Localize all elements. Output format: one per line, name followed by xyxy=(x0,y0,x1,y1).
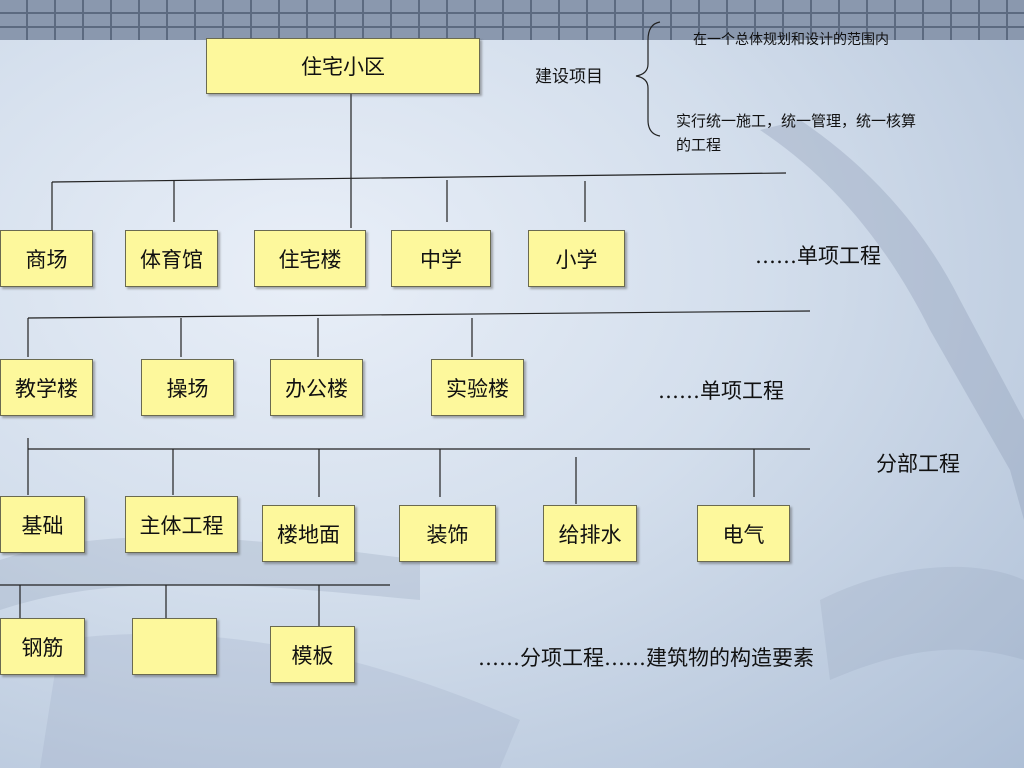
node-level2-4: 实验楼 xyxy=(431,359,524,416)
node-level1-1: 商场 xyxy=(0,230,93,287)
level3-caption: 分部工程 xyxy=(876,452,960,476)
project-note-line2a: 实行统一施工，统一管理，统一核算 xyxy=(676,112,917,130)
node-level4-1: 钢筋 xyxy=(0,618,85,675)
node-level3-3: 楼地面 xyxy=(262,505,355,562)
node-level2-1: 教学楼 xyxy=(0,359,93,416)
decorative-brick-band xyxy=(0,0,1024,40)
node-level1-3: 住宅楼 xyxy=(254,230,366,287)
level4-caption: ……分项工程……建筑物的构造要素 xyxy=(478,646,814,670)
node-level3-6: 电气 xyxy=(697,505,790,562)
node-level2-3: 办公楼 xyxy=(270,359,363,416)
project-label: 建设项目 xyxy=(535,67,603,87)
node-level2-2: 操场 xyxy=(141,359,234,416)
level1-caption: ……单项工程 xyxy=(755,244,881,268)
node-root: 住宅小区 xyxy=(206,38,480,94)
node-level3-2: 主体工程 xyxy=(125,496,238,553)
node-level4-2 xyxy=(132,618,217,675)
node-level4-3: 模板 xyxy=(270,626,355,683)
level2-caption: ……单项工程 xyxy=(658,379,784,403)
node-level3-5: 给排水 xyxy=(543,505,637,562)
project-note-line1: 在一个总体规划和设计的范围内 xyxy=(693,32,889,48)
node-level3-1: 基础 xyxy=(0,496,85,553)
node-level1-2: 体育馆 xyxy=(125,230,218,287)
node-level1-4: 中学 xyxy=(391,230,491,287)
node-level3-4: 装饰 xyxy=(399,505,496,562)
node-level1-5: 小学 xyxy=(528,230,625,287)
project-note-line2b: 的工程 xyxy=(676,136,722,154)
